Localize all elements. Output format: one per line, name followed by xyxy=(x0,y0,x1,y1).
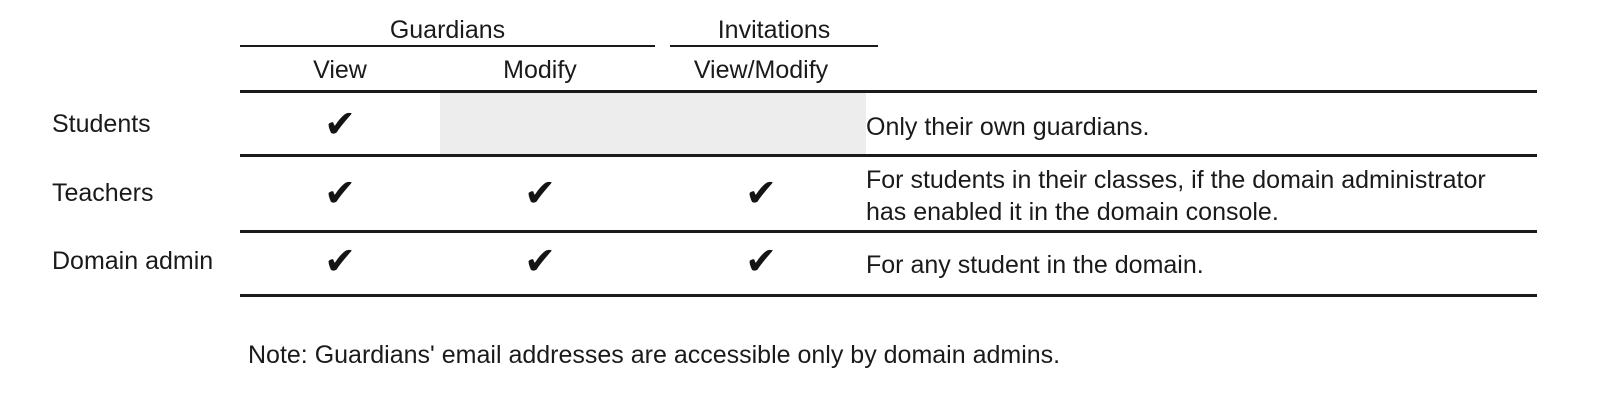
row-label-domain-admin: Domain admin xyxy=(52,247,214,275)
column-header-view: View xyxy=(313,56,367,84)
table-rule-row-2-bottom xyxy=(240,230,1537,233)
row-label-students: Students xyxy=(52,110,151,138)
check-domain-admin-guardians-view: ✔ xyxy=(324,239,356,283)
check-teachers-invitations: ✔ xyxy=(745,171,777,215)
group-header-invitations: Invitations xyxy=(717,16,831,44)
group-header-guardians: Guardians xyxy=(389,16,506,44)
table-rule-header-bottom xyxy=(240,90,1537,93)
check-domain-admin-guardians-modify: ✔ xyxy=(524,239,556,283)
table-rule-row-1-bottom xyxy=(240,154,1537,157)
table-rule-row-3-bottom xyxy=(240,294,1537,297)
group-header-invitations-rule xyxy=(670,45,878,47)
footnote-note: Note: Guardians' email addresses are acc… xyxy=(248,341,1061,369)
check-teachers-guardians-view: ✔ xyxy=(324,171,356,215)
check-domain-admin-invitations: ✔ xyxy=(745,239,777,283)
description-students: Only their own guardians. xyxy=(866,113,1150,141)
row-label-teachers: Teachers xyxy=(52,179,154,207)
column-header-modify: Modify xyxy=(503,56,577,84)
group-header-guardians-rule xyxy=(240,45,655,47)
check-teachers-guardians-modify: ✔ xyxy=(524,171,556,215)
column-header-view-modify: View/Modify xyxy=(693,56,829,84)
description-domain-admin: For any student in the domain. xyxy=(866,251,1204,279)
description-teachers: For students in their classes, if the do… xyxy=(866,166,1486,226)
cell-shaded-not-applicable xyxy=(440,93,866,154)
check-students-guardians-view: ✔ xyxy=(324,102,356,146)
